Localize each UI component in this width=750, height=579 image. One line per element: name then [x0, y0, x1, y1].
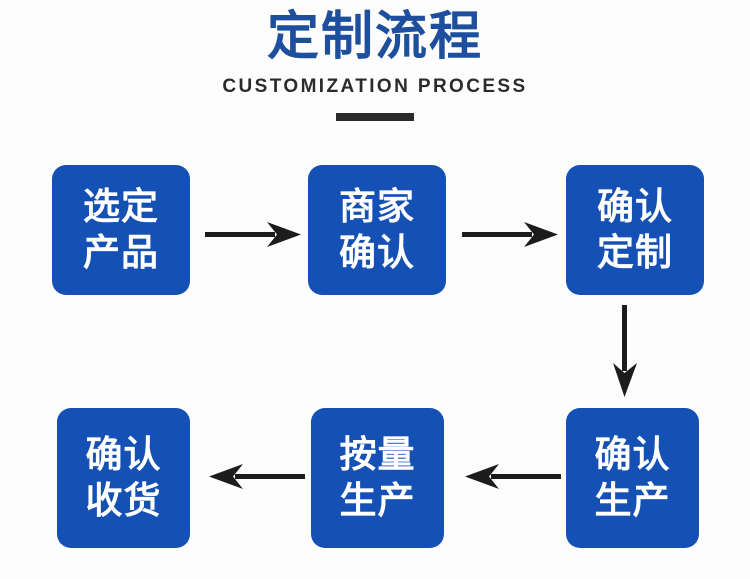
flow-step-produce-by-quantity[interactable]: 按量 生产 [311, 408, 444, 548]
page-subtitle: CUSTOMIZATION PROCESS [222, 76, 528, 97]
flow-step-label-line2: 生产 [594, 479, 671, 522]
title-underline-bar [336, 113, 414, 121]
arrow-right-icon [462, 218, 560, 252]
flow-step-label-line1: 确认 [85, 433, 162, 476]
flow-step-label-line1: 按量 [339, 433, 416, 476]
flow-step-label-line1: 商家 [339, 185, 415, 228]
flow-step-label-line2: 生产 [339, 479, 416, 522]
flow-step-label-line2: 收货 [85, 479, 162, 522]
arrow-down-icon [608, 305, 642, 399]
header: 定制流程 CUSTOMIZATION PROCESS [0, 0, 750, 121]
flow-step-confirm-production[interactable]: 确认 生产 [566, 408, 699, 548]
flow-step-label-line1: 确认 [594, 433, 671, 476]
flow-step-label-line2: 定制 [597, 231, 673, 274]
flow-step-label-line1: 选定 [83, 185, 159, 228]
arrow-left-icon [207, 460, 305, 494]
arrow-right-icon [205, 218, 303, 252]
flow-step-label-line2: 确认 [339, 231, 415, 274]
flow-step-label-line1: 确认 [597, 185, 673, 228]
flow-step-select-product[interactable]: 选定 产品 [52, 165, 190, 295]
flow-step-confirm-customization[interactable]: 确认 定制 [566, 165, 704, 295]
flow-step-confirm-receipt[interactable]: 确认 收货 [57, 408, 190, 548]
page-title: 定制流程 [266, 7, 483, 67]
flow-step-merchant-confirm[interactable]: 商家 确认 [308, 165, 446, 295]
arrow-left-icon [463, 460, 561, 494]
flow-step-label-line2: 产品 [83, 231, 159, 274]
